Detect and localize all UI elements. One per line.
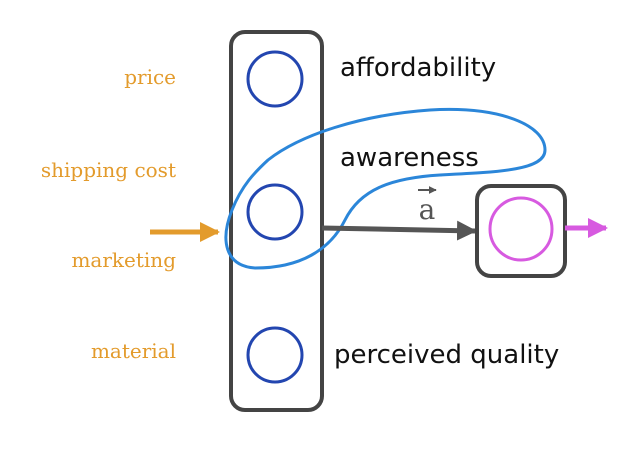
hidden-unit-perceived-quality <box>246 326 304 384</box>
feature-label-perceived-quality: perceived quality <box>334 340 559 370</box>
hidden-unit-awareness <box>246 183 304 241</box>
input-label-price: price <box>124 65 176 89</box>
input-label-material: material <box>91 339 176 363</box>
feature-label-awareness: awareness <box>340 143 479 173</box>
hidden-layer-box <box>229 30 324 412</box>
hidden-unit-affordability <box>246 50 304 108</box>
input-label-shipping-cost: shipping cost <box>41 158 176 182</box>
feature-label-affordability: affordability <box>340 53 496 83</box>
output-layer-box <box>475 184 567 278</box>
activation-arrow <box>321 220 477 241</box>
activation-vector-label: a <box>419 193 436 226</box>
input-label-marketing: marketing <box>71 248 176 272</box>
output-unit <box>488 196 554 262</box>
awareness-annotation-loop <box>224 107 547 270</box>
